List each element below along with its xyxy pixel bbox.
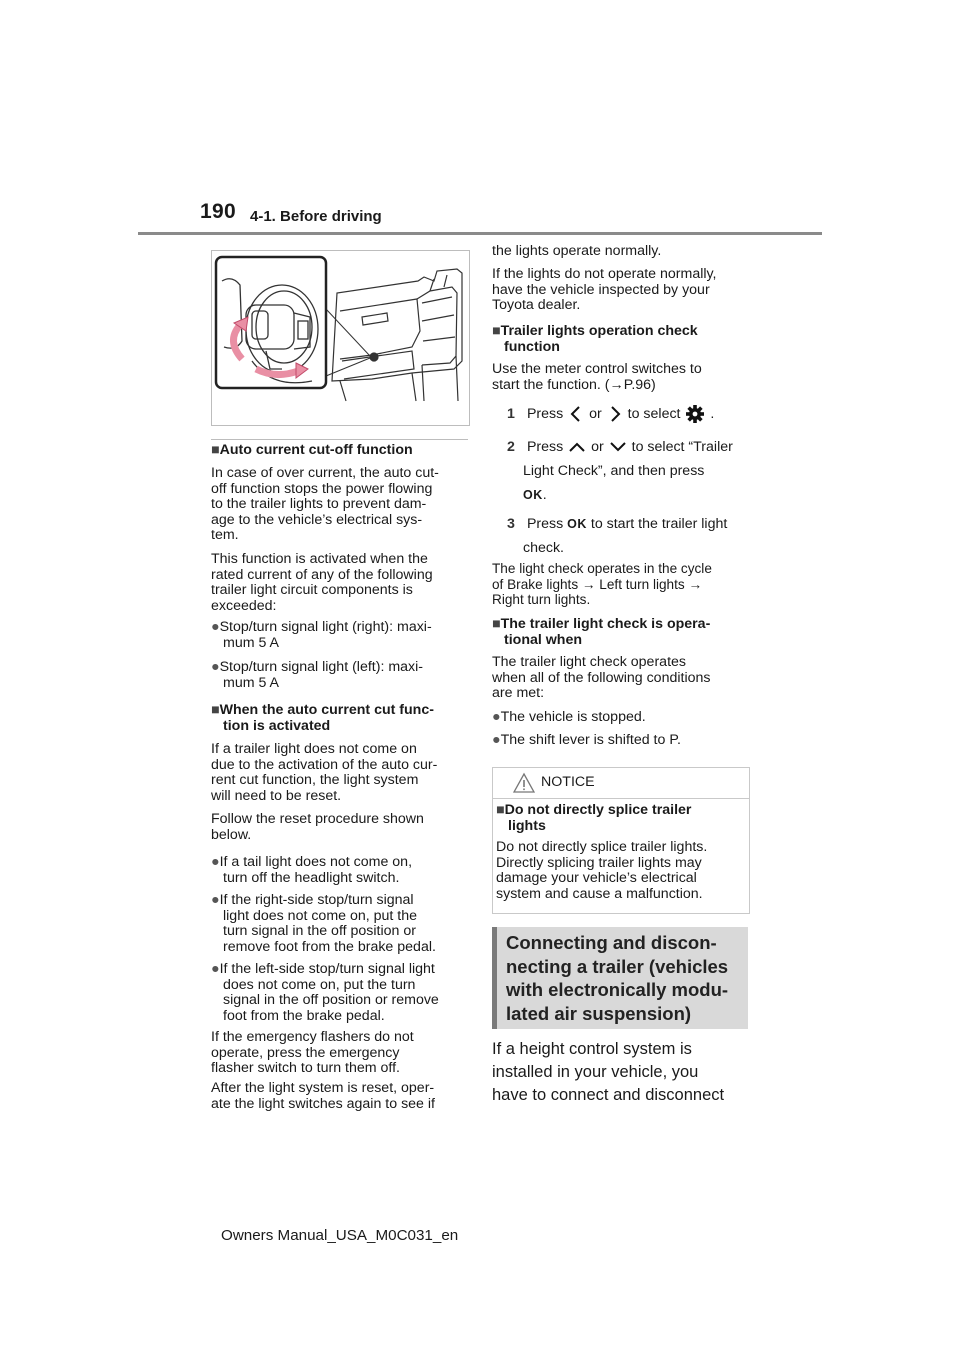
reference-arrow: → <box>609 376 624 393</box>
bullet-dot: ● <box>211 659 220 675</box>
trailer-connector-illustration <box>211 250 470 426</box>
after-reset-paragraph: After the light system is reset, oper-at… <box>211 1080 435 1112</box>
ok-icon: OK <box>523 488 543 502</box>
when-activated-heading: ■When the auto current cut func-tion is … <box>211 702 434 734</box>
step-1: 1 Press or to select . <box>507 403 757 425</box>
bullet-dot: ● <box>211 619 220 635</box>
chevron-right-icon <box>610 406 621 422</box>
notice-label: NOTICE <box>541 774 595 790</box>
page-number: 190 <box>200 200 236 223</box>
continued-paragraph: the lights operate normally. <box>492 243 662 259</box>
notice-body: Do not directly splice trailer lights.Di… <box>496 839 708 902</box>
section-heading: Connecting and discon- necting a trailer… <box>506 932 729 1024</box>
bullet-shift-p: ●The shift lever is shifted to P. <box>492 732 681 748</box>
bullet-tail-light: ●If a tail light does not come on,turn o… <box>211 854 413 886</box>
header-rule <box>138 232 822 235</box>
auto-cutoff-section: ■Auto current cut-off function <box>211 442 469 459</box>
figure-divider <box>211 439 468 440</box>
connector-cap-illustration <box>214 255 463 402</box>
check-function-paragraph: Use the meter control switches to start … <box>492 361 702 393</box>
not-normal-paragraph: If the lights do not operate normally,ha… <box>492 266 717 313</box>
step-2: 2 Press or to select “Trailer Light Chec… <box>507 439 733 503</box>
bullet-stopped: ●The vehicle is stopped. <box>492 709 646 725</box>
chevron-left-icon <box>570 406 580 422</box>
bullet-right-light: ●Stop/turn signal light (right): maxi-mu… <box>211 619 432 651</box>
operational-heading: ■The trailer light check is opera-tional… <box>492 616 711 648</box>
auto-cutoff-heading: ■Auto current cut-off function <box>211 442 413 458</box>
warning-triangle-icon <box>513 772 535 793</box>
chevron-up-icon <box>569 442 585 452</box>
bullet-left-side: ●If the left-side stop/turn signal light… <box>211 961 439 1024</box>
notice-header: NOTICE <box>493 768 749 799</box>
gear-icon <box>686 405 705 424</box>
cycle-paragraph: The light check operates in the cycle of… <box>492 561 712 607</box>
bullet-left-light: ●Stop/turn signal light (left): maxi-mum… <box>211 659 424 691</box>
chevron-down-icon <box>609 442 626 452</box>
ok-icon: OK <box>567 517 587 531</box>
section-title: 4-1. Before driving <box>250 208 382 225</box>
square-marker: ■ <box>211 442 220 458</box>
auto-cutoff-paragraph-1: In case of over current, the auto cut-of… <box>211 465 439 543</box>
footer-doc-id: Owners Manual_USA_M0C031_en <box>221 1227 459 1244</box>
step-3: 3 Press OK to start the trailer light ch… <box>507 516 728 556</box>
section-heading-box: Connecting and discon- necting a trailer… <box>492 927 748 1029</box>
